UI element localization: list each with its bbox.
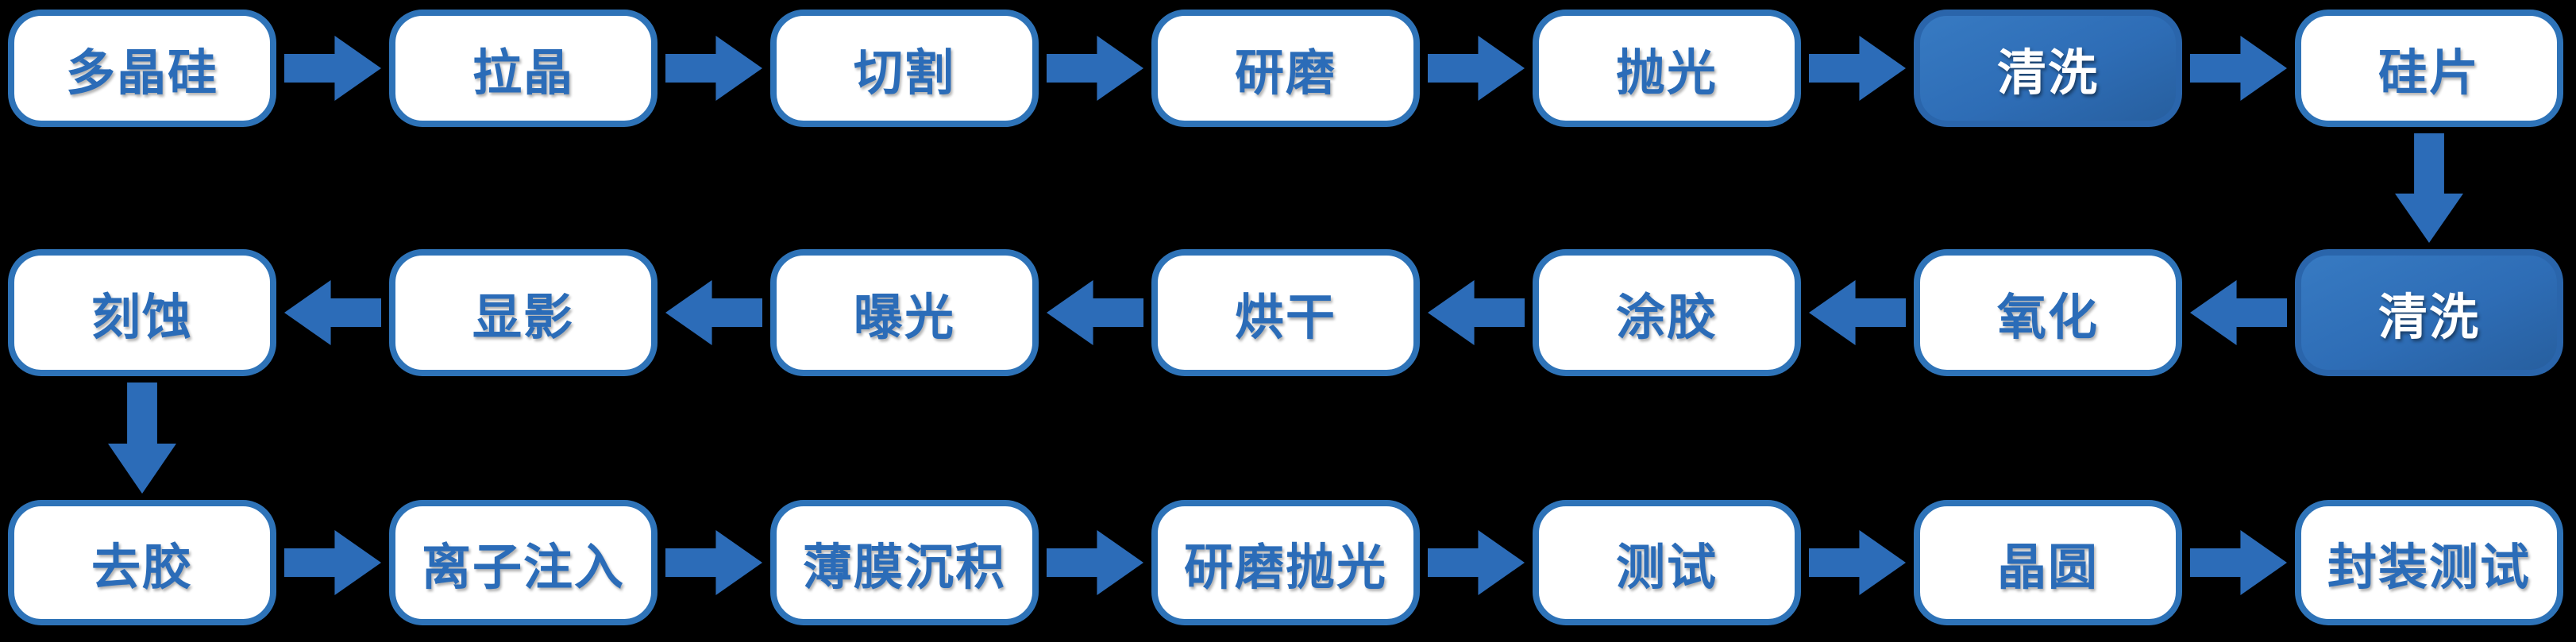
flow-step-label: 去胶 — [91, 540, 193, 595]
flow-step-exposure: 曝光 — [770, 249, 1039, 376]
flow-step-cleaning-1: 清洗 — [1914, 10, 2182, 127]
flow-step-label: 离子注入 — [421, 540, 625, 595]
arrow-left-icon — [2190, 280, 2287, 345]
flow-step-label: 封装测试 — [2327, 540, 2531, 595]
flow-step-label: 氧化 — [1996, 290, 2099, 345]
flow-step-label: 拉晶 — [472, 46, 574, 101]
flow-step-label: 硅片 — [2377, 46, 2480, 101]
flow-step-label: 清洗 — [2377, 290, 2480, 345]
flow-step-wafer: 晶圆 — [1914, 500, 2182, 625]
flow-step-label: 曝光 — [853, 290, 955, 345]
flow-step-resist-stripping: 去胶 — [8, 500, 276, 625]
flow-step-label: 多晶硅 — [65, 46, 218, 101]
arrow-right-icon — [1047, 36, 1143, 101]
flow-step-label: 研磨 — [1234, 46, 1336, 101]
arrow-left-icon — [1809, 280, 1906, 345]
arrow-left-icon — [1047, 280, 1143, 345]
arrow-right-icon — [665, 530, 762, 595]
flow-step-baking: 烘干 — [1151, 249, 1420, 376]
arrow-right-icon — [1809, 36, 1906, 101]
flow-step-polysilicon: 多晶硅 — [8, 10, 276, 127]
flow-step-cleaning-2: 清洗 — [2295, 249, 2563, 376]
arrow-right-icon — [1428, 530, 1525, 595]
flow-step-label: 涂胶 — [1615, 290, 1718, 345]
flow-step-ion-implantation: 离子注入 — [389, 500, 657, 625]
flow-step-label: 薄膜沉积 — [802, 540, 1006, 595]
arrow-right-icon — [665, 36, 762, 101]
flow-step-label: 研磨抛光 — [1183, 540, 1387, 595]
flow-step-label: 烘干 — [1234, 290, 1336, 345]
flow-step-label: 抛光 — [1615, 46, 1718, 101]
arrow-left-icon — [665, 280, 762, 345]
flow-step-slicing: 切割 — [770, 10, 1039, 127]
flow-step-label: 晶圆 — [1996, 540, 2099, 595]
flow-step-crystal-pulling: 拉晶 — [389, 10, 657, 127]
arrow-right-icon — [2190, 530, 2287, 595]
arrow-right-icon — [1047, 530, 1143, 595]
flow-step-thin-film-deposition: 薄膜沉积 — [770, 500, 1039, 625]
flow-step-label: 切割 — [853, 46, 955, 101]
flow-step-silicon-wafer: 硅片 — [2295, 10, 2563, 127]
flow-step-oxidation: 氧化 — [1914, 249, 2182, 376]
arrow-right-icon — [284, 530, 381, 595]
arrow-right-icon — [1809, 530, 1906, 595]
arrow-left-icon — [284, 280, 381, 345]
arrow-right-icon — [1428, 36, 1525, 101]
flow-step-grinding: 研磨 — [1151, 10, 1420, 127]
flow-step-grinding-polishing: 研磨抛光 — [1151, 500, 1420, 625]
flow-step-resist-coating: 涂胶 — [1533, 249, 1801, 376]
flow-step-label: 显影 — [472, 290, 574, 345]
arrow-left-icon — [1428, 280, 1525, 345]
arrow-down-icon — [108, 383, 176, 494]
flow-step-packaging-testing: 封装测试 — [2295, 500, 2563, 625]
arrow-right-icon — [284, 36, 381, 101]
flow-step-etching: 刻蚀 — [8, 249, 276, 376]
arrow-down-icon — [2395, 133, 2463, 243]
flow-step-polishing: 抛光 — [1533, 10, 1801, 127]
flow-step-testing: 测试 — [1533, 500, 1801, 625]
flow-step-developing: 显影 — [389, 249, 657, 376]
flow-step-label: 刻蚀 — [91, 290, 193, 345]
arrow-right-icon — [2190, 36, 2287, 101]
flow-step-label: 测试 — [1615, 540, 1718, 595]
flow-step-label: 清洗 — [1996, 46, 2099, 101]
